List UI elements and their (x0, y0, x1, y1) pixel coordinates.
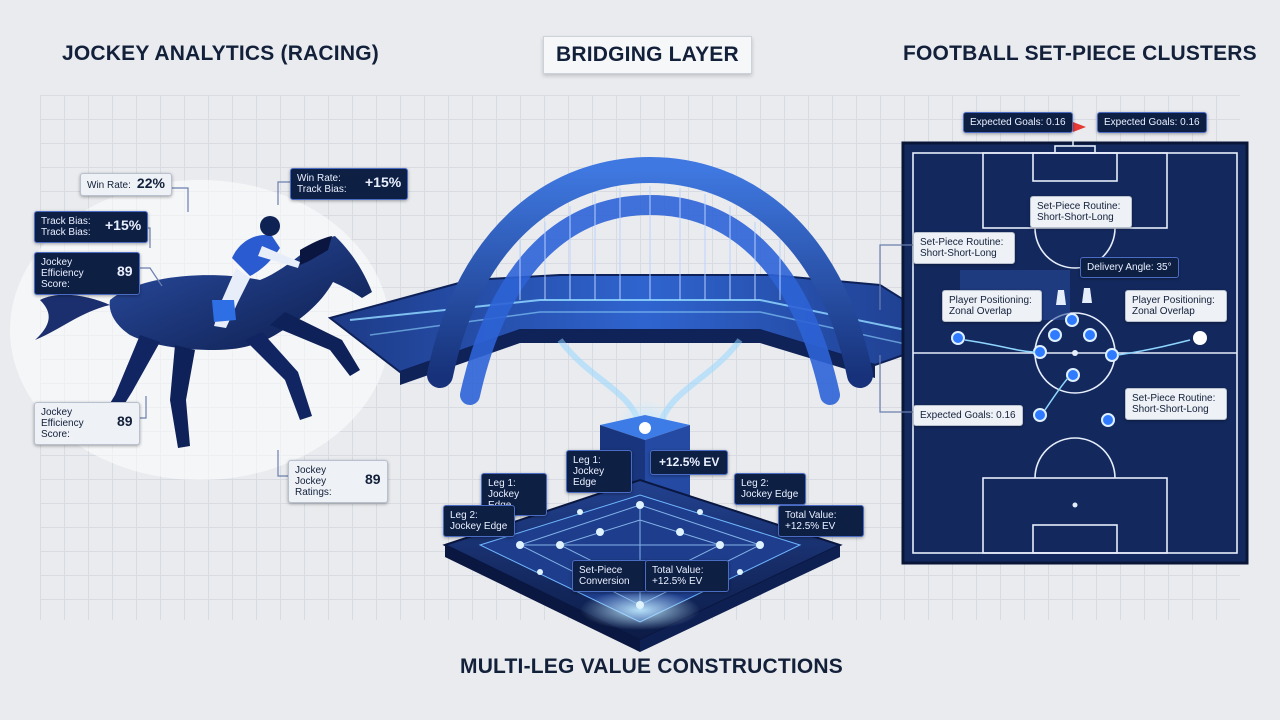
expected-goals-top-right-label: Expected Goals: 0.16 (1097, 112, 1207, 133)
racehorse-jockey-icon (35, 216, 372, 448)
jockey-analytics-title: JOCKEY ANALYTICS (RACING) (62, 42, 379, 65)
win-rate-track-bias-label: Win Rate: Track Bias:+15% (290, 168, 409, 200)
set-piece-routine-label-bottom: Set-Piece Routine: Short-Short-Long (1125, 388, 1227, 420)
jockey-efficiency-label-lower: Jockey Efficiency Score:89 (34, 402, 140, 445)
jockey-efficiency-label: Jockey Efficiency Score:89 (34, 252, 140, 295)
leg2-jockey-edge-label-right: Leg 2: Jockey Edge (734, 473, 806, 505)
leg1-jockey-edge-label: Leg 1: Jockey Edge (566, 450, 632, 493)
bridging-layer-title: BRIDGING LAYER (543, 36, 752, 74)
set-piece-conversion-label: Set-Piece Conversion (572, 560, 648, 592)
football-set-piece-title: FOOTBALL SET-PIECE CLUSTERS (903, 42, 1257, 65)
expected-goals-bottom-label: Expected Goals: 0.16 (913, 405, 1023, 426)
set-piece-routine-label-top: Set-Piece Routine: Short-Short-Long (1030, 196, 1132, 228)
football-pitch (901, 122, 1249, 565)
bridge-structure (327, 156, 963, 456)
player-positioning-label-left: Player Positioning: Zonal Overlap (942, 290, 1042, 322)
leg2-jockey-edge-label-left: Leg 2: Jockey Edge (443, 505, 515, 537)
win-rate-label: Win Rate:22% (80, 173, 172, 196)
multi-leg-title: MULTI-LEG VALUE CONSTRUCTIONS (460, 655, 844, 678)
expected-goals-top-left-label: Expected Goals: 0.16 (963, 112, 1073, 133)
delivery-angle-label: Delivery Angle: 35° (1080, 257, 1179, 278)
ev-top-label: +12.5% EV (650, 450, 729, 475)
player-positioning-label-right: Player Positioning: Zonal Overlap (1125, 290, 1227, 322)
track-bias-label: Track Bias: Track Bias:+15% (34, 211, 149, 243)
set-piece-routine-label-left: Set-Piece Routine: Short-Short-Long (913, 232, 1015, 264)
total-value-label-right: Total Value: +12.5% EV (778, 505, 864, 537)
total-value-label-center: Total Value: +12.5% EV (645, 560, 729, 592)
jockey-ratings-label: Jockey Jockey Ratings:89 (288, 460, 388, 503)
